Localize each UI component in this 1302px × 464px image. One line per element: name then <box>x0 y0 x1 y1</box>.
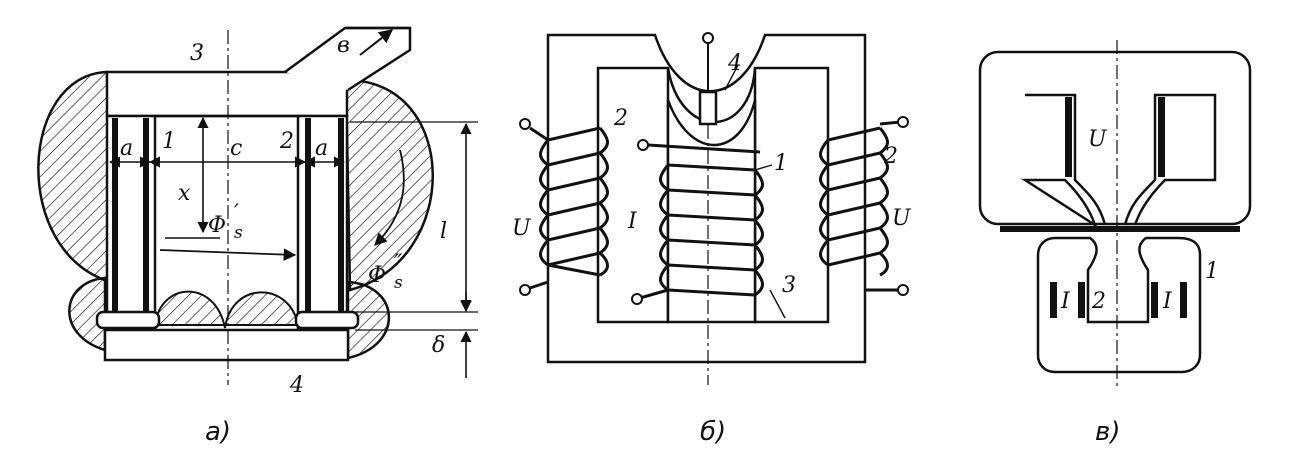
label-coil-2: 2 <box>279 129 294 154</box>
coil-left-inner <box>143 118 149 313</box>
diagram-b: 4 2 1 2 U I U 3 б) <box>512 32 912 447</box>
label-flux-outer-prime: ″ <box>394 251 403 276</box>
bar-arrow <box>359 29 394 56</box>
label-coil-one: 1 <box>1205 259 1219 284</box>
label-length-l: l <box>440 219 447 244</box>
armature-bar <box>103 328 350 362</box>
label-core: 3 <box>782 273 796 298</box>
label-flux-inner-sub: s <box>234 223 243 243</box>
lower-block <box>1036 236 1202 374</box>
label-flux-inner-prime: ′ <box>234 201 239 226</box>
label-depth-x: x <box>178 181 191 206</box>
coil-center <box>639 143 764 300</box>
label-width-c: c <box>230 136 242 161</box>
upper-cavity <box>1020 93 1217 228</box>
diagram-a: 3 в a 1 c 2 a x Φ ′ s Φ ″ s l δ 4 а) <box>37 26 478 447</box>
coil-right <box>819 120 901 292</box>
coil-left <box>529 126 609 290</box>
label-coil-outer-right: 2 <box>883 144 898 169</box>
label-armature: 4 <box>289 373 304 398</box>
caption-v: в) <box>1095 417 1120 447</box>
label-bar-letter: в <box>337 33 350 58</box>
label-current: I <box>627 209 638 234</box>
lower-coil-right-outer <box>1180 282 1187 318</box>
diagram-v: U I 2 I 1 в) <box>978 40 1252 447</box>
label-voltage: U <box>1088 127 1108 152</box>
label-voltage-right: U <box>892 206 912 231</box>
label-air-gap: δ <box>432 333 445 358</box>
label-current-right: I <box>1162 289 1173 314</box>
core-top <box>105 70 349 118</box>
flux-arrow-inner <box>159 248 297 261</box>
inner-flux-lobes <box>153 290 300 329</box>
label-top-part: 4 <box>727 51 742 76</box>
upper-coil-left <box>1065 97 1072 177</box>
label-gap-a-left: a <box>120 136 133 161</box>
upper-block <box>978 50 1252 226</box>
label-gap-a-right: a <box>315 136 328 161</box>
caption-a: а) <box>205 417 231 447</box>
leakage-flux-left <box>37 70 112 284</box>
upper-coil-right <box>1158 97 1165 177</box>
label-flux-outer-sub: s <box>394 273 403 293</box>
lower-coil-left-outer <box>1050 282 1057 318</box>
lower-coil-left-inner <box>1078 282 1085 318</box>
lower-coil-right-inner <box>1151 282 1158 318</box>
label-coil-1: 1 <box>162 129 176 154</box>
pole-shoe-right <box>294 310 360 330</box>
leakage-flux-right <box>344 78 434 292</box>
caption-b: б) <box>700 417 726 447</box>
label-coil-two: 2 <box>1091 289 1106 314</box>
label-current-left: I <box>1060 289 1071 314</box>
fringe-flux-bottom-right <box>346 280 391 360</box>
coil-right-inner <box>305 118 311 313</box>
coil-left-outer <box>112 118 118 313</box>
label-top-core: 3 <box>190 41 204 66</box>
pole-shoe-left <box>95 310 161 330</box>
flux-arrow-outer <box>374 149 405 246</box>
fringe-flux-bottom-left <box>68 276 107 352</box>
label-coil-inner: 1 <box>774 151 788 176</box>
label-coil-outer: 2 <box>613 106 628 131</box>
separator-plate <box>1000 226 1240 232</box>
coil-right-outer <box>338 118 344 313</box>
label-flux-outer: Φ <box>368 263 386 288</box>
top-contact <box>698 90 718 126</box>
label-flux-inner: Φ <box>208 213 226 238</box>
label-voltage-left: U <box>512 216 532 241</box>
